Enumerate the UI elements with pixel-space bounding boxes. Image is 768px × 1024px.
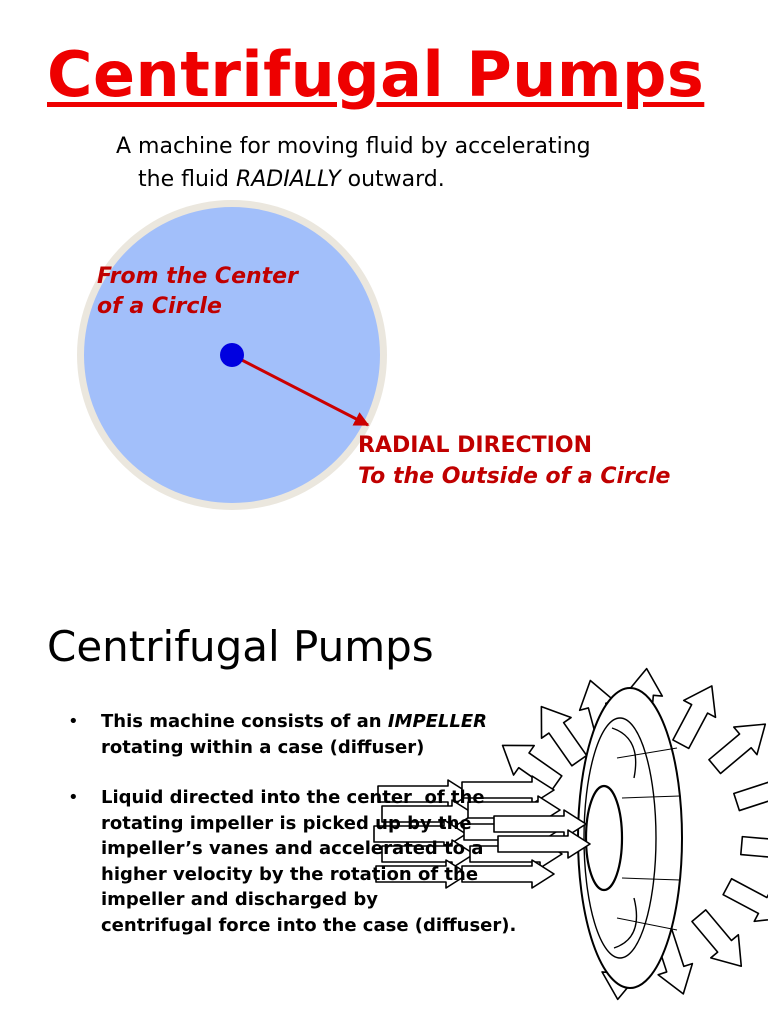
impeller-disk [577,687,683,989]
radial-direction-diagram [77,200,387,510]
slide-radial-direction: Centrifugal Pumps A machine for moving f… [47,38,705,510]
bullet-impeller: • This machine consists of an IMPELLER r… [68,711,488,758]
slide-impeller: Centrifugal Pumps [0,512,768,1024]
definition-line-1: A machine for moving fluid by accelerati… [116,134,591,159]
impeller-emphasis: IMPELLER [387,711,488,732]
bullet-glyph: • [68,787,79,808]
slide-title: Centrifugal Pumps [47,38,705,111]
slide-title: Centrifugal Pumps [47,622,434,671]
radially-emphasis: RADIALLY [235,167,341,192]
radial-arrow [231,353,370,427]
definition-text: A machine for moving fluid by accelerati… [116,130,676,196]
bullet-list: • This machine consists of an IMPELLER r… [68,709,538,963]
label-center: From the Center of a Circle [97,264,298,319]
definition-line-2: the fluid RADIALLY outward. [138,167,445,192]
bullet-liquid-flow: • Liquid directed into the center of the… [68,787,517,936]
impeller-flow-illustration [373,666,768,1002]
bullet-glyph: • [68,711,79,732]
label-radial-direction: RADIAL DIRECTION To the Outside of a Cir… [358,430,670,492]
center-dot [220,343,244,367]
label-radial-line-1: RADIAL DIRECTION [358,433,592,458]
label-radial-line-2: To the Outside of a Circle [358,464,671,489]
